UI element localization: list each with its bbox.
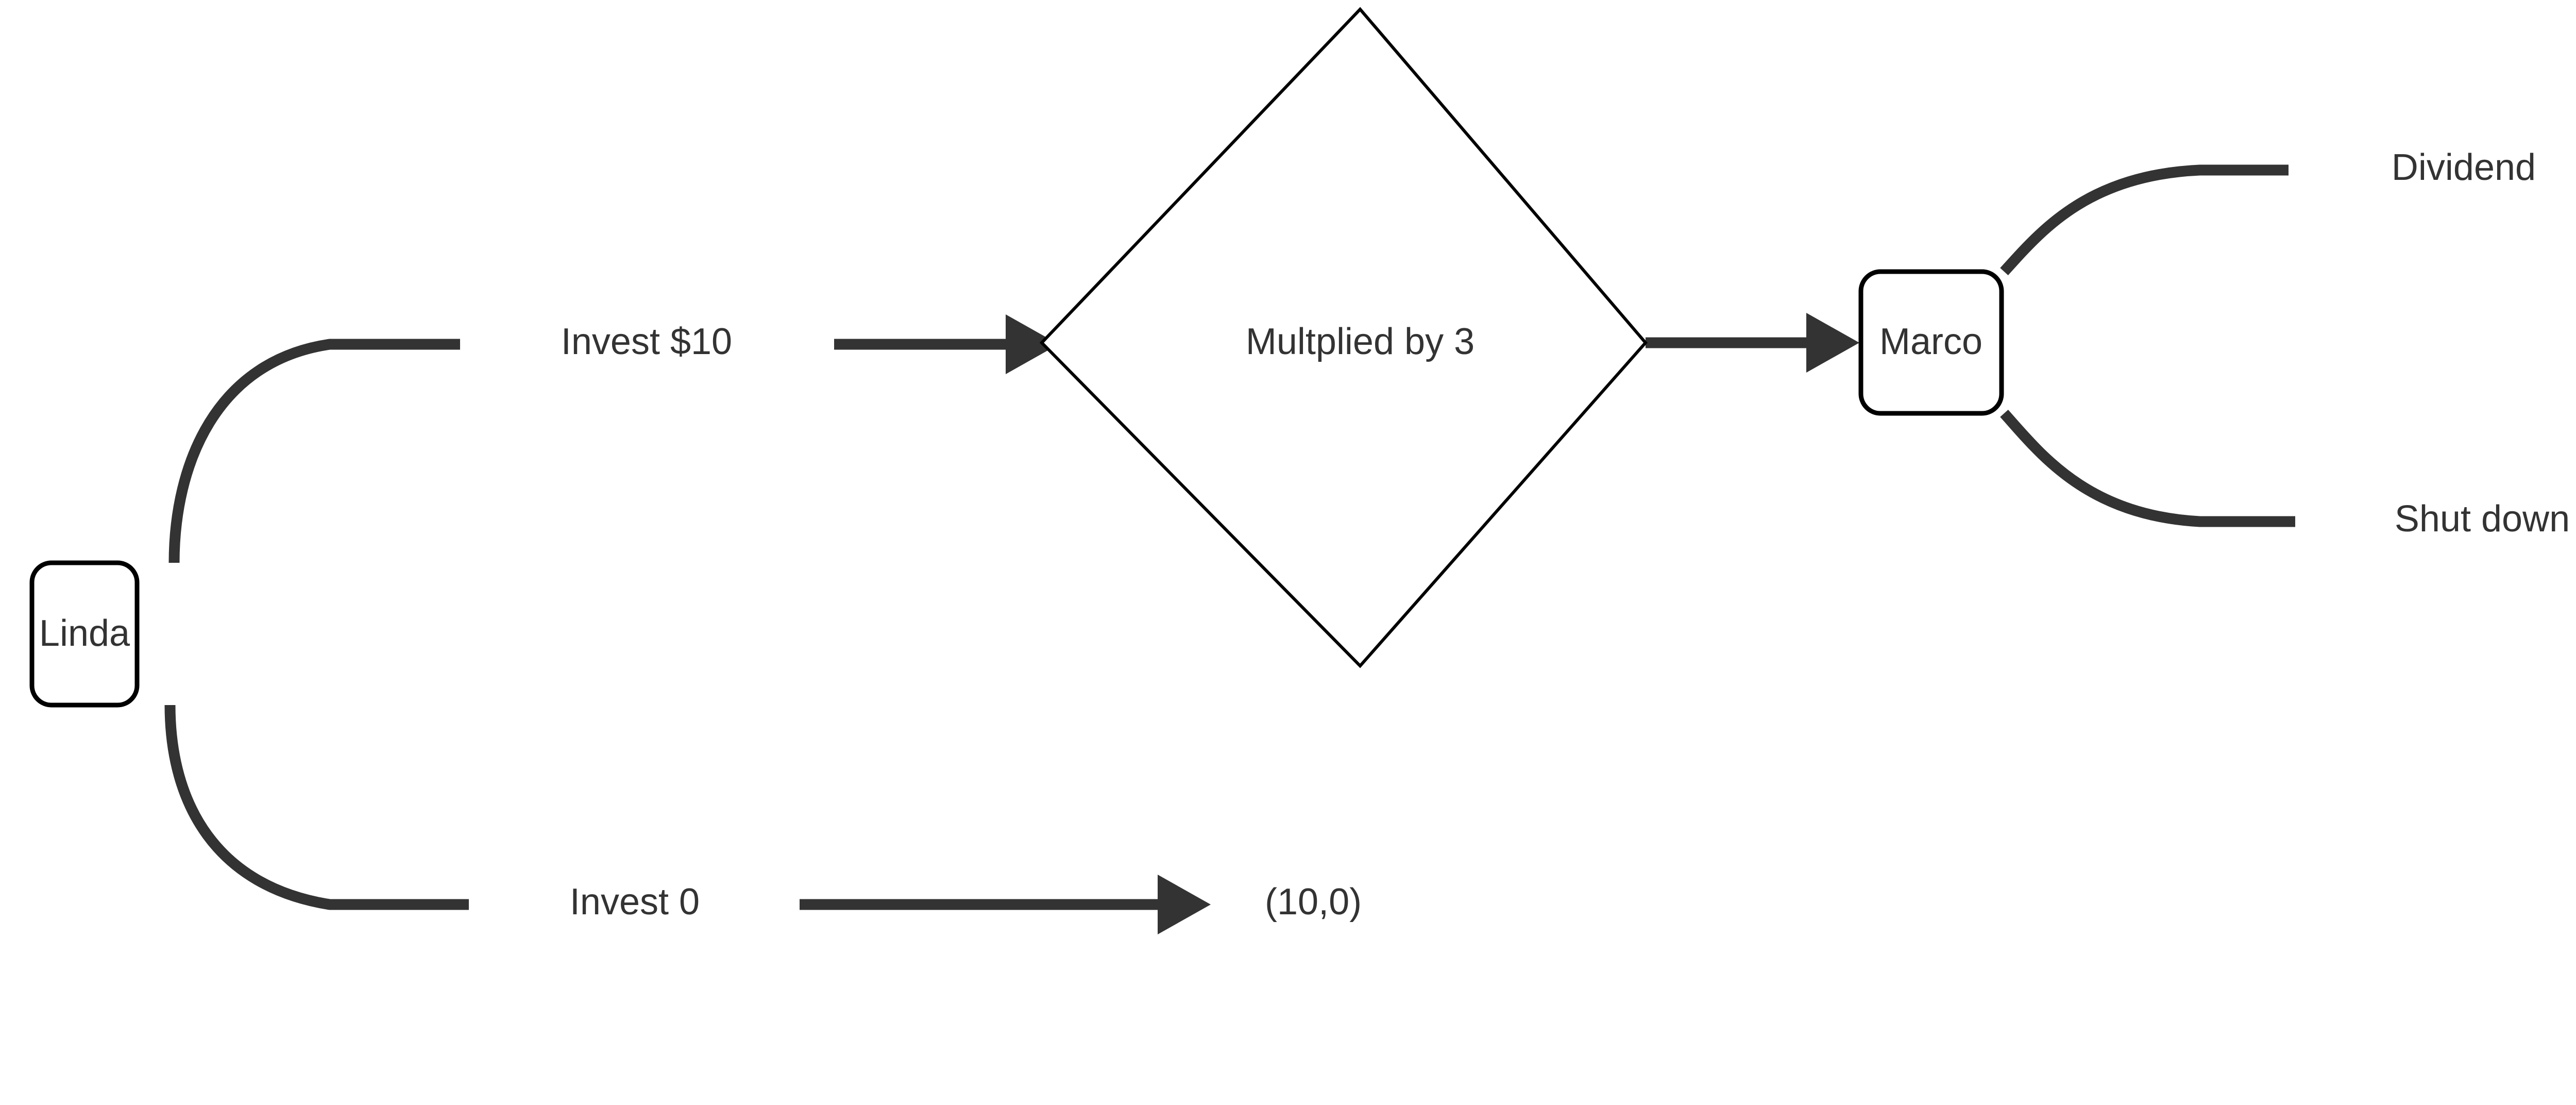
node-linda-shape — [29, 560, 140, 708]
node-linda-label: Linda — [39, 613, 130, 654]
edge-label-shut-down: Shut down — [2395, 498, 2570, 540]
edge-marco-to-outcome-15-15[interactable] — [2000, 140, 2576, 276]
edge-label-dividend: Dividend — [2392, 147, 2536, 188]
node-multiply-label: Multplied by 3 — [1246, 321, 1475, 362]
edge-marco-to-outcome-15-15-curve — [2000, 164, 2289, 276]
edge-label-invest-0: Invest 0 — [570, 881, 700, 923]
edge-label-invest-10: Invest $10 — [561, 321, 732, 362]
node-multiply-shape — [1039, 7, 1648, 668]
node-marco-shape — [1858, 269, 2004, 416]
edge-marco-to-outcome-0-30-curve — [2000, 409, 2295, 527]
node-marco-label: Marco — [1879, 321, 1982, 362]
edge-multiply-to-marco[interactable] — [1646, 313, 1859, 373]
node-multiply[interactable]: Multplied by 3 — [1039, 7, 1648, 668]
node-marco[interactable]: Marco — [1858, 269, 2004, 416]
edge-linda-to-outcome-10-0[interactable] — [164, 705, 1211, 934]
arrowhead-to-marco — [1806, 313, 1859, 373]
outcome-label-10-0: (10,0) — [1265, 881, 1362, 923]
edge-linda-to-outcome-10-0-curve — [164, 705, 469, 910]
arrowhead-to-multiply — [1006, 314, 1059, 374]
edge-linda-to-multiply[interactable] — [168, 314, 1059, 563]
edge-linda-to-multiply-curve — [168, 339, 460, 563]
edge-marco-to-outcome-0-30[interactable] — [2000, 409, 2576, 551]
node-linda[interactable]: Linda — [29, 560, 140, 708]
arrowhead-to-outcome-10-0 — [1158, 875, 1211, 934]
